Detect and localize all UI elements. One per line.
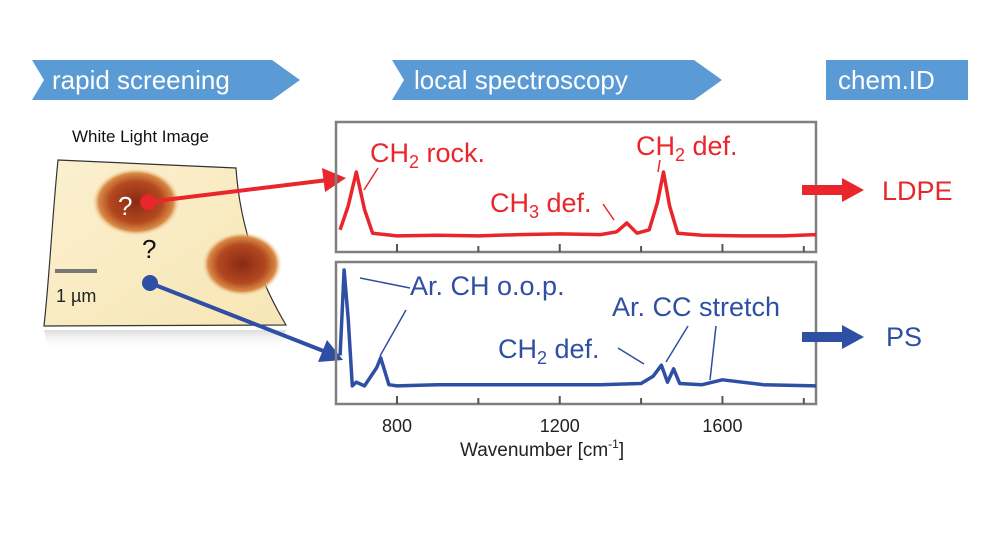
svg-text:rapid screening: rapid screening	[52, 65, 230, 95]
peak-label-ch2-rock: CH2 rock.	[370, 138, 485, 172]
query-mark-1: ?	[118, 191, 132, 221]
leader-ch2-def-bottom	[617, 347, 645, 365]
series-line-ldpe	[338, 170, 817, 238]
ticks-top	[396, 244, 805, 252]
ticks-bottom	[396, 396, 805, 404]
series-line-ps	[338, 268, 817, 388]
image-title: White Light Image	[72, 127, 209, 146]
arrow-red	[140, 168, 346, 210]
leader-ar-cc-2	[709, 325, 717, 381]
scale-bar-label: 1 µm	[56, 286, 96, 306]
result-ps: PS	[886, 322, 922, 352]
tick-label-800: 800	[382, 416, 412, 436]
svg-text:chem.ID: chem.ID	[838, 65, 935, 95]
banner-local-spectroscopy: local spectroscopy	[392, 60, 722, 100]
svg-text:local spectroscopy: local spectroscopy	[414, 65, 628, 95]
white-light-image: ? ? 1 µm	[43, 159, 288, 350]
peak-label-ch2-def-bottom: CH2 def.	[498, 334, 600, 368]
query-mark-2: ?	[142, 234, 156, 264]
peak-label-ch2-def-top: CH2 def.	[636, 131, 738, 165]
leader-ar-ch-oop-b	[379, 309, 407, 357]
leader-ch3-def	[602, 203, 615, 221]
leader-ch2-def-top	[657, 159, 661, 173]
peak-label-ch3-def: CH3 def.	[490, 188, 592, 222]
result-arrow-ps	[802, 325, 864, 349]
leader-ar-ch-oop-a	[359, 277, 411, 289]
peak-label-ar-ch-oop: Ar. CH o.o.p.	[410, 271, 565, 301]
peak-label-ar-cc-stretch: Ar. CC stretch	[612, 292, 780, 322]
result-ldpe: LDPE	[882, 176, 953, 206]
x-axis-title: Wavenumber [cm-1]	[460, 437, 624, 461]
tick-label-1600: 1600	[702, 416, 742, 436]
x-tick-labels: 800 1200 1600	[382, 416, 742, 436]
result-arrow-ldpe	[802, 178, 864, 202]
banner-chem-id: chem.ID	[826, 60, 968, 100]
banner-rapid-screening: rapid screening	[32, 60, 300, 100]
particle-1	[92, 168, 180, 236]
leader-ar-cc-1	[665, 325, 689, 363]
tick-label-1200: 1200	[540, 416, 580, 436]
leader-ch2-rock	[363, 167, 379, 191]
particle-2	[202, 232, 282, 296]
